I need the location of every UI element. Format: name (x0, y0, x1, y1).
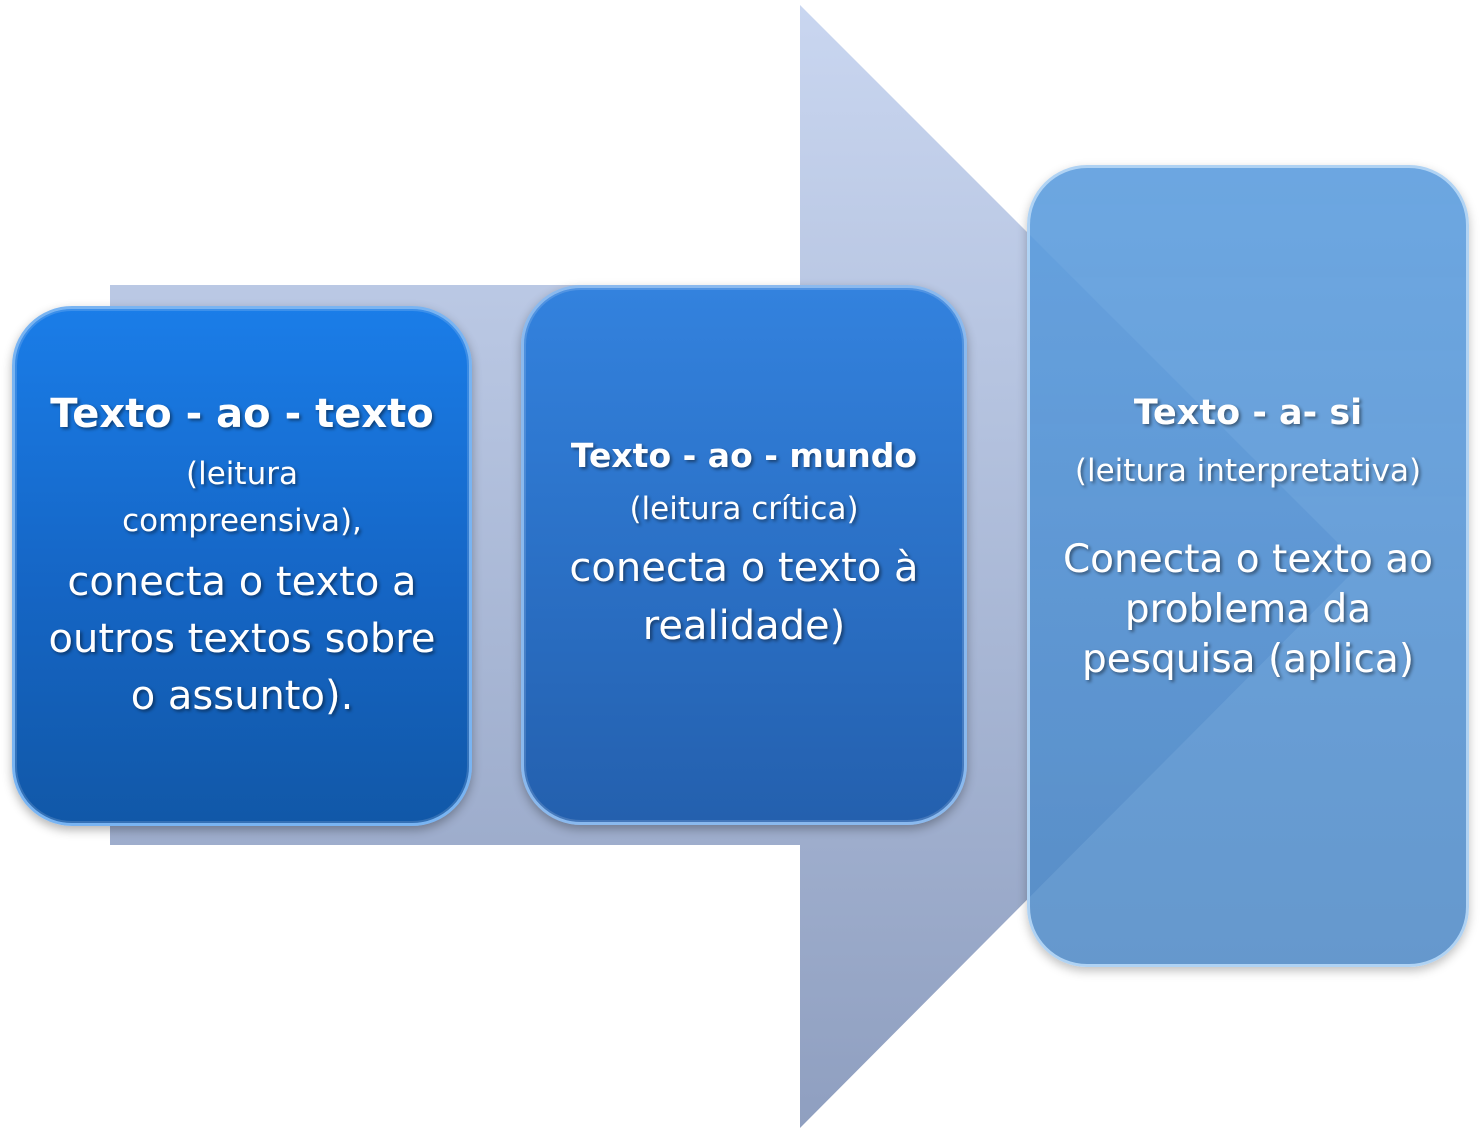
step-subtitle: (leitura interpretativa) (1074, 453, 1422, 489)
step-title: Texto - ao - texto (50, 391, 434, 437)
step-description: Conecta o texto ao problema da pesquisa … (1062, 537, 1434, 682)
step-title: Texto - ao - mundo (570, 436, 918, 475)
step-box-texto-ao-mundo: Texto - ao - mundo (leitura crítica) con… (521, 285, 967, 825)
step-box-texto-a-si: Texto - a- si (leitura interpretativa) C… (1027, 165, 1469, 967)
step-subtitle: (leitura compreensiva), (122, 456, 362, 539)
step-description: conecta o texto à realidade) (569, 545, 919, 649)
step-box-texto-ao-texto: Texto - ao - texto (leitura compreensiva… (12, 306, 472, 826)
step-subtitle: (leitura crítica) (629, 491, 859, 527)
step-title: Texto - a- si (1133, 393, 1363, 433)
step-description: conecta o texto a outros textos sobre o … (48, 559, 436, 720)
